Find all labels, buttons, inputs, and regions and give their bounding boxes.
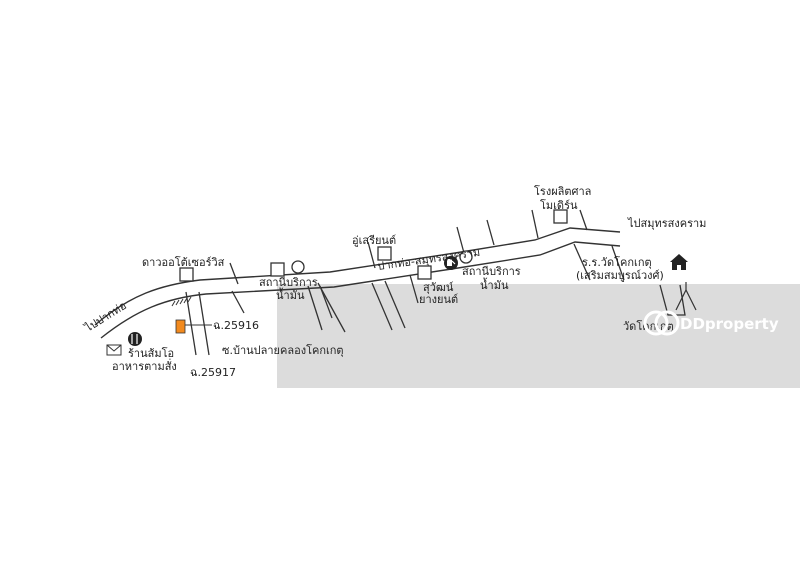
label-gas-station-east: สถานีบริการ xyxy=(462,265,521,278)
fuel-pump-icon xyxy=(444,256,458,270)
gas-station-west-marker xyxy=(291,260,305,274)
landmark-squares xyxy=(179,209,568,282)
side-roads xyxy=(185,209,686,356)
label-restaurant: อาหารตามสั่ง xyxy=(112,358,177,373)
label-restaurant: ร้านส้มโอ xyxy=(128,346,174,360)
envelope-icon xyxy=(106,344,122,356)
label-school: (เสริมสมบูรณ์วงศ์) xyxy=(576,269,664,282)
label-factory: โมเดิร์น xyxy=(540,198,578,212)
ddproperty-watermark: DDproperty xyxy=(643,310,779,336)
label-suwat: สุวัฒน์ xyxy=(423,281,454,294)
factory-marker xyxy=(553,209,568,224)
road-hatching xyxy=(171,296,192,307)
label-suwat: ยางยนต์ xyxy=(419,293,458,306)
label-gas-station-east: น้ำมัน xyxy=(480,277,509,292)
label-temple: วัดโคกเกตุ xyxy=(623,319,674,333)
svg-text:DDproperty: DDproperty xyxy=(680,315,779,333)
label-to-samut-songkhram: ไปสมุทรสงคราม xyxy=(627,217,706,230)
label-school: ร.ร.วัดโคกเกตุ xyxy=(582,255,652,269)
fork-knife-icon xyxy=(128,332,142,346)
label-plot-25916: ฉ.25916 xyxy=(213,319,259,332)
watermark-overlay xyxy=(277,284,800,388)
gas-station-east-marker xyxy=(459,250,473,264)
building-marker xyxy=(270,262,285,277)
label-factory: โรงผลิตศาล xyxy=(534,184,591,198)
label-to-pak-tho: ไปปากท่อ xyxy=(82,299,129,335)
label-dao-auto: ดาวออโต้เซอร์วิส xyxy=(142,255,225,269)
dao-auto-marker xyxy=(179,267,194,282)
main-road xyxy=(94,227,621,339)
label-garage: อู่เสรียนต์ xyxy=(352,234,396,247)
label-gas-station-west: น้ำมัน xyxy=(276,287,305,302)
label-gas-station-west: สถานีบริการ xyxy=(259,276,318,289)
label-soi: ซ.บ้านปลายคลองโคกเกตุ xyxy=(222,343,344,357)
plot-marker-25916 xyxy=(175,319,186,334)
suwat-marker xyxy=(417,265,432,280)
temple-roof-icon xyxy=(675,282,697,311)
school-building-icon xyxy=(670,254,688,270)
garage-marker xyxy=(377,246,392,261)
label-plot-25917: ฉ.25917 xyxy=(190,366,236,379)
